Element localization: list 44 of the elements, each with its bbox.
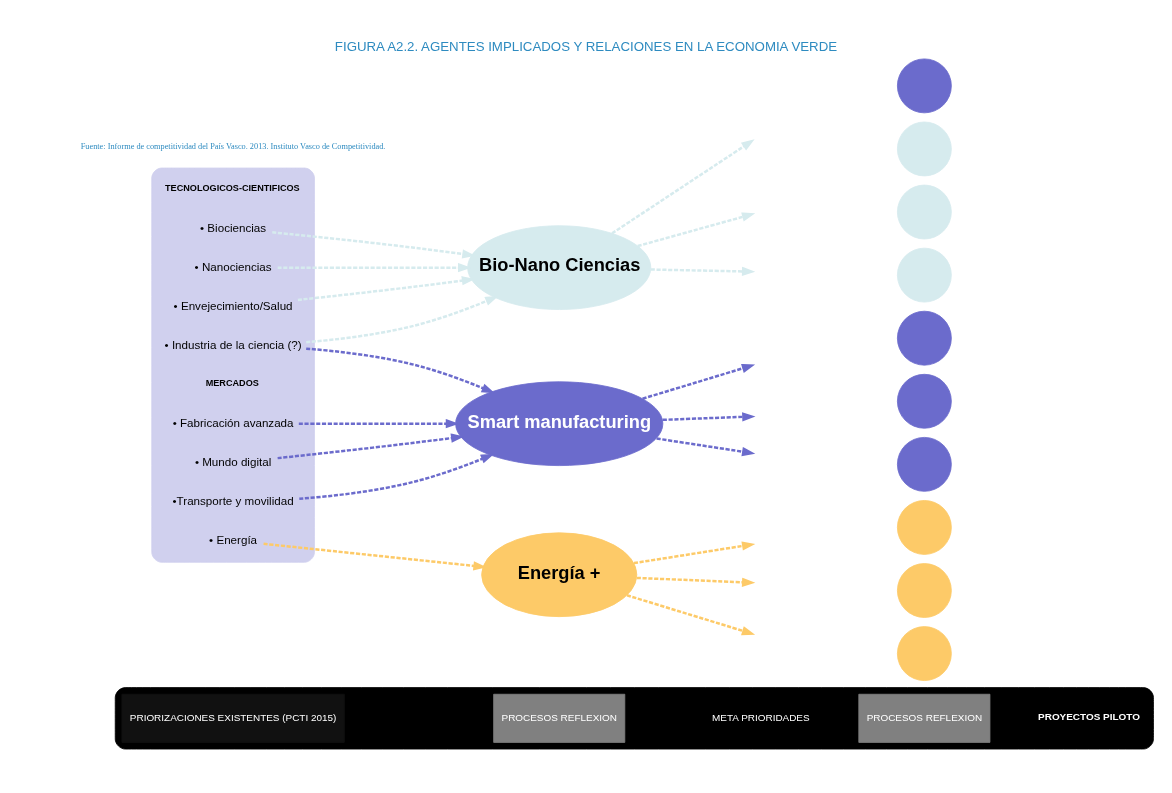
arrow [650, 266, 756, 277]
node-text: • Envejecimiento/Salud [173, 298, 293, 312]
diagram-title: FIGURA A2.2. AGENTES IMPLICADOS Y RELACIONES EN LA ECONOMIA VERDE [334, 39, 838, 55]
node-circle [897, 121, 952, 177]
node-text: • Industria de la ciencia (?) [164, 337, 302, 351]
node-circle [897, 500, 952, 555]
arrow [626, 594, 756, 636]
node-text: TECNOLOGICOS-CIENTIFICOS [165, 183, 300, 194]
node-ellipse: Energía + [481, 532, 638, 618]
node-box: PROCESOS REFLEXION [493, 693, 626, 743]
node-box: PROCESOS REFLEXION [858, 693, 991, 743]
arrow [277, 433, 465, 460]
arrow [299, 453, 495, 500]
arrow [306, 296, 499, 344]
node-circle [897, 626, 952, 681]
node-circle [897, 58, 952, 114]
node-text: META PRIORIDADES [712, 711, 810, 723]
node-ellipse: Bio-Nano Ciencias [467, 225, 652, 310]
arrow [642, 364, 756, 400]
node-text: •Transporte y movilidad [172, 493, 294, 507]
arrow [637, 212, 756, 248]
node-text: MERCADOS [205, 378, 259, 389]
arrow [611, 139, 755, 235]
node-text: • Biociencias [200, 220, 267, 234]
caption: Fuente: Informe de competitividad del País Vasco. 2013. Instituto Vasco de Competitividad. [80, 141, 386, 151]
arrow [662, 412, 756, 422]
node-text: • Energía [209, 532, 258, 546]
node-circle [897, 563, 952, 618]
arrow [306, 347, 495, 394]
arrow [636, 576, 756, 587]
node-text: PROYECTOS PILOTO [1038, 711, 1140, 723]
node-text: • Mundo digital [194, 454, 272, 468]
node-circle [897, 184, 952, 240]
node-circle [897, 436, 952, 492]
arrow [263, 542, 487, 571]
arrow [633, 541, 756, 565]
node-circle [897, 373, 952, 429]
node-circle [897, 247, 952, 303]
arrow [656, 437, 756, 457]
cluster [114, 687, 1154, 750]
cluster [151, 167, 315, 563]
node-text: • Nanociencias [194, 259, 272, 273]
node-text: • Fabricación avanzada [172, 415, 294, 429]
node-circle [897, 310, 952, 366]
